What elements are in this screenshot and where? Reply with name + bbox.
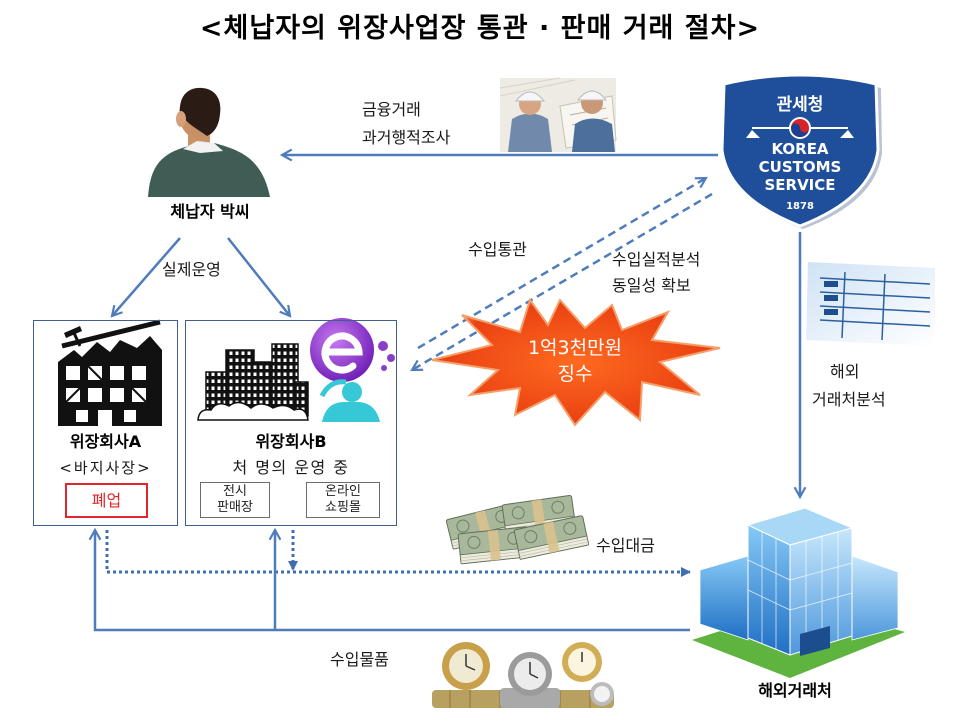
- import-analysis-label-1: 수입실적분석: [612, 250, 701, 269]
- payment-label: 수입대금: [596, 536, 655, 555]
- channel-showroom-box: 전시 판매장: [200, 482, 270, 518]
- damaged-building-icon: [58, 319, 162, 426]
- customs-name-ko: 관세청: [777, 94, 824, 115]
- customs-name-en-1: KOREA: [771, 140, 828, 158]
- channel-online-line-2: 쇼핑몰: [325, 500, 361, 515]
- import-analysis-label-2: 동일성 확보: [612, 276, 691, 295]
- customs-badge-logo: 관세청 KOREA CUSTOMS SERVICE 1878: [720, 73, 882, 229]
- arrow-payment-company-a-to-partner: [105, 530, 691, 577]
- collection-action: 징수: [557, 363, 593, 385]
- city-buildings-icon: [197, 343, 309, 421]
- company-a-note: <바지사장>: [59, 459, 152, 477]
- page-title: <체납자의 위장사업장 통관 · 판매 거래 절차>: [199, 13, 761, 44]
- documents-photo: [806, 262, 935, 346]
- customs-year: 1878: [786, 201, 814, 212]
- arrow-customs-to-company-b: [412, 192, 713, 370]
- collection-burst-shape: [431, 297, 721, 427]
- goods-label: 수입물품: [330, 650, 389, 669]
- investigation-label-1: 금융거래: [362, 100, 421, 119]
- operation-label: 실제운영: [162, 260, 221, 279]
- engineers-photo: [499, 77, 617, 152]
- money-stacks-photo: [445, 494, 590, 565]
- import-clearance-label: 수입통관: [468, 240, 527, 259]
- arrow-debtor-to-company-b: [227, 237, 290, 316]
- office-building-icon: [692, 507, 905, 678]
- watches-photo: [432, 642, 614, 708]
- company-b-name: 위장회사B: [255, 432, 327, 451]
- channel-showroom-line-2: 판매장: [217, 500, 253, 515]
- channel-online-mall-box: 온라인 쇼핑몰: [306, 482, 380, 518]
- investigation-label-2: 과거행적조사: [362, 128, 451, 147]
- channel-online-line-1: 온라인: [325, 484, 361, 499]
- channel-showroom-line-1: 전시: [223, 484, 247, 499]
- customs-name-en-2: CUSTOMS: [759, 158, 842, 176]
- company-b-box: [185, 320, 397, 526]
- e-commerce-icon: [310, 318, 395, 422]
- company-a-name: 위장회사A: [69, 432, 142, 451]
- debtor-label: 체납자 박씨: [170, 202, 250, 221]
- arrow-goods-partner-to-company-a: [95, 530, 690, 632]
- debtor-person-icon: [148, 87, 270, 197]
- partner-analysis-label-2: 거래처분석: [812, 390, 886, 409]
- overseas-partner-label: 해외거래처: [758, 681, 832, 700]
- partner-analysis-label-1: 해외: [830, 362, 860, 381]
- scales-emblem-icon: [746, 117, 854, 139]
- company-a-status-badge: 폐업: [65, 483, 148, 518]
- collection-amount: 1억3천만원: [527, 337, 623, 359]
- arrow-debtor-to-company-a: [112, 237, 181, 316]
- company-a-box: [33, 320, 178, 526]
- customs-name-en-3: SERVICE: [764, 176, 835, 194]
- company-b-note: 처 명의 운영 중: [232, 458, 350, 477]
